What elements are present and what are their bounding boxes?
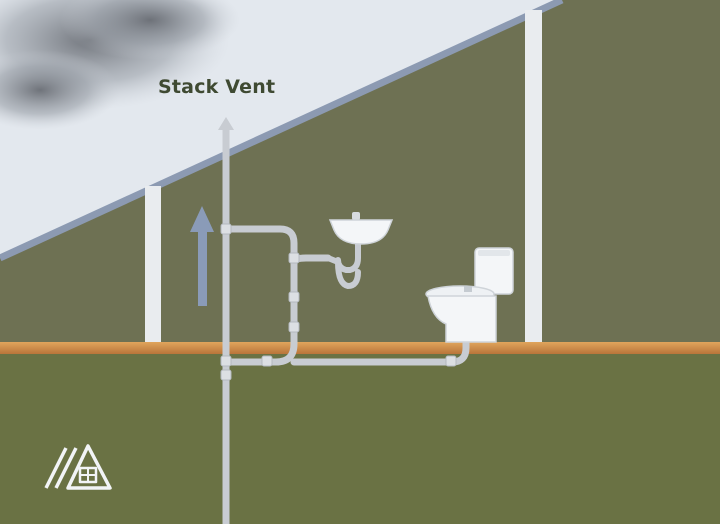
cloud (0, 0, 240, 130)
branch-drop-pipe (222, 258, 298, 366)
wall-stud-right (525, 10, 542, 344)
ground (0, 350, 720, 524)
house-logo-icon (44, 444, 112, 490)
stack-vent-label: Stack Vent (158, 76, 276, 98)
roof-edge (0, 0, 564, 262)
pipe-fittings (220, 223, 457, 381)
sink-icon (328, 212, 394, 245)
upward-arrow-icon (190, 206, 214, 306)
wall-stud-left (145, 186, 161, 344)
floor-joist (0, 342, 720, 354)
toilet-icon (425, 247, 514, 343)
stack-vent-arrowhead (218, 117, 234, 130)
